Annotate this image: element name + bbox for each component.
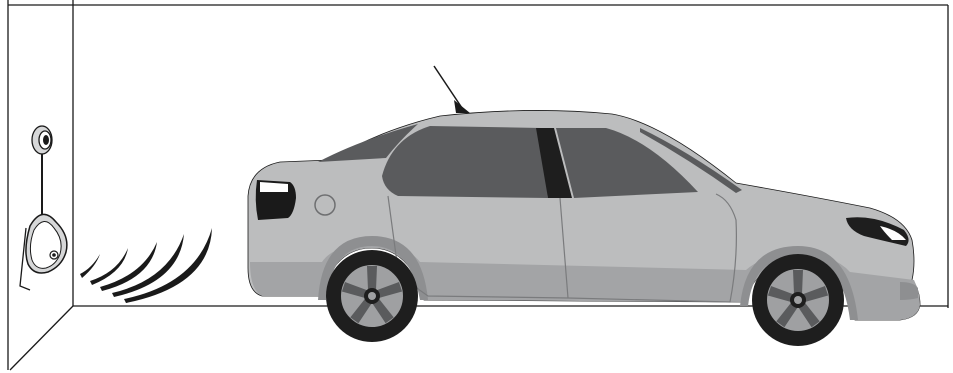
front-wheel [752, 254, 844, 346]
sedan-car-icon [248, 66, 920, 346]
floor-perspective-line [10, 306, 73, 370]
sensor-display-unit [20, 214, 67, 290]
wave-1 [80, 254, 100, 278]
rear-wheel [326, 250, 418, 342]
wall-mounted-parking-sensor-icon [20, 126, 67, 290]
wave-4 [112, 234, 184, 297]
ultrasonic-wave-icon [80, 228, 212, 303]
car-antenna [434, 66, 462, 108]
sensor-emitter [32, 126, 52, 154]
